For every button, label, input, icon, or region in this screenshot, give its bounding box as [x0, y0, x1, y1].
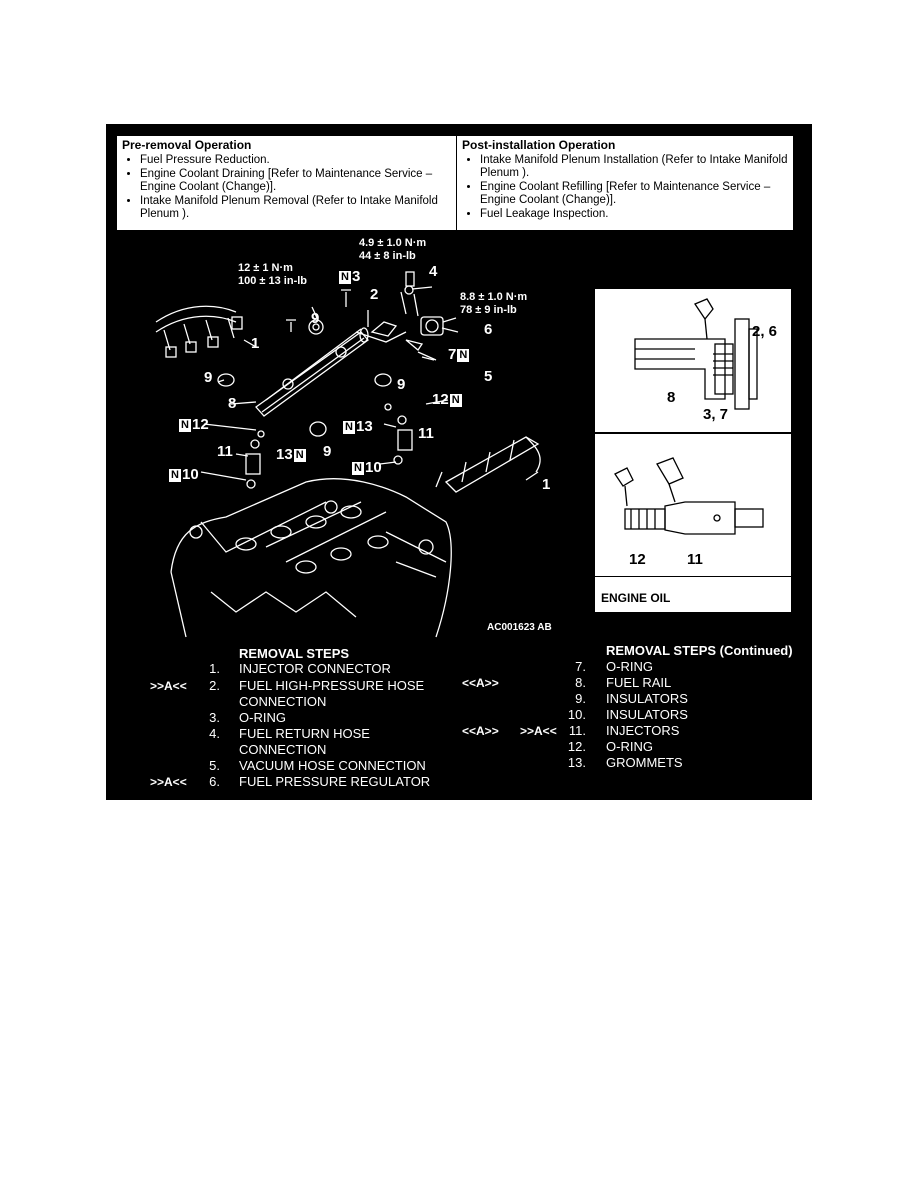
- callout-11: 11: [217, 443, 233, 460]
- new-part-marker: N: [449, 393, 462, 407]
- inset-callout-11: 11: [687, 551, 703, 568]
- callout-9: 9: [204, 369, 213, 386]
- inset-callout-8: 8: [667, 389, 676, 406]
- inset-callout-12: 12: [629, 551, 646, 568]
- callout-2: 2: [370, 286, 379, 303]
- callout-1: 1: [251, 335, 260, 352]
- pre-removal-section: Pre-removal Operation Fuel Pressure Redu…: [122, 139, 452, 222]
- callout-1: 1: [542, 476, 551, 493]
- pre-removal-title: Pre-removal Operation: [122, 138, 252, 152]
- new-part-marker: N: [169, 468, 181, 482]
- callout-9: 9: [323, 443, 332, 460]
- removal-steps-title: REMOVAL STEPS: [239, 646, 350, 661]
- callout-8: 8: [228, 395, 237, 412]
- injector-detail-drawing: [614, 457, 764, 535]
- figure-code: AC001623 AB: [487, 622, 552, 633]
- injector-detail-inset: 12 11 ENGINE OIL: [594, 433, 792, 613]
- inset-divider: [595, 576, 791, 577]
- new-part-marker: N: [343, 420, 355, 434]
- torque-3-nm: 8.8 ± 1.0 N·m: [460, 291, 528, 303]
- post-installation-item: Engine Coolant Refilling [Refer to Maint…: [480, 181, 790, 207]
- torque-2-inlb: 44 ± 8 in-lb: [359, 250, 416, 262]
- pre-removal-item: Engine Coolant Draining [Refer to Mainte…: [140, 168, 452, 194]
- post-installation-title: Post-installation Operation: [462, 138, 616, 152]
- pre-removal-item: Fuel Pressure Reduction.: [140, 154, 452, 167]
- callout-9: 9: [311, 310, 320, 327]
- new-part-marker: N: [339, 270, 351, 284]
- pre-removal-item: Intake Manifold Plenum Removal (Refer to…: [140, 195, 452, 221]
- torque-1-inlb: 100 ± 13 in-lb: [238, 275, 308, 287]
- post-installation-item: Intake Manifold Plenum Installation (Ref…: [480, 154, 790, 180]
- removal-steps-continued-title: REMOVAL STEPS (Continued): [606, 643, 793, 658]
- torque-3-inlb: 78 ± 9 in-lb: [460, 304, 517, 316]
- post-installation-section: Post-installation Operation Intake Manif…: [462, 139, 790, 222]
- regulator-detail-inset: 2, 6 8 3, 7: [594, 288, 792, 433]
- post-installation-item: Fuel Leakage Inspection.: [480, 208, 790, 221]
- callout-4: 4: [429, 263, 438, 280]
- new-part-marker: N: [352, 461, 364, 475]
- engine-oil-label: ENGINE OIL: [601, 591, 671, 605]
- torque-1-nm: 12 ± 1 N·m: [238, 262, 293, 274]
- new-part-marker: N: [457, 348, 470, 362]
- callout-6: 6: [484, 321, 493, 338]
- new-part-marker: N: [293, 448, 306, 462]
- exploded-diagram: [155, 271, 541, 638]
- inset-callout-2-6: 2, 6: [752, 323, 778, 340]
- new-part-marker: N: [179, 418, 191, 432]
- inset-callout-3-7: 3, 7: [703, 406, 729, 423]
- operations-box: Pre-removal Operation Fuel Pressure Redu…: [116, 135, 794, 231]
- callout-11: 11: [418, 425, 434, 442]
- callout-9: 9: [397, 376, 406, 393]
- torque-2-nm: 4.9 ± 1.0 N·m: [359, 237, 427, 249]
- regulator-detail-drawing: [634, 298, 758, 410]
- callout-5: 5: [484, 368, 493, 385]
- operations-divider: [456, 136, 457, 230]
